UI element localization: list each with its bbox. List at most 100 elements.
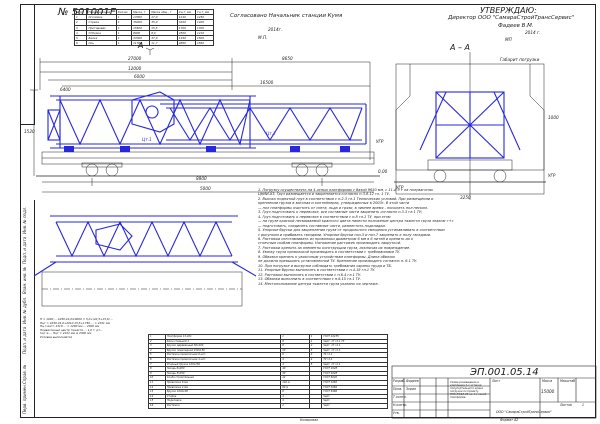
dim-2: 6000	[134, 74, 145, 79]
approve-date: 2014 г.	[525, 30, 541, 35]
note-line: 6. Растяжки изготавливать из проволоки д…	[258, 236, 414, 241]
note-line: не должна превышать установленной ТУ. Кр…	[258, 259, 418, 264]
dim-19: 3250	[460, 195, 471, 200]
dim-u: УГР	[376, 139, 384, 144]
dim-16: 1000	[548, 115, 559, 120]
top-table-cell: 1	[115, 40, 133, 47]
agreed-label: Согласовано Начальник станции Кумя	[230, 13, 343, 19]
note-line: 1. Погрузку осуществлять на 4-осных плат…	[258, 188, 433, 192]
drawing-code: ЭП.001.05.14	[470, 367, 539, 378]
title-role: Пров.	[393, 387, 403, 391]
note-line: 3. Груз подготовить к перевозке, все сос…	[258, 210, 423, 215]
note-line: ЦНИИ-Х3. Груз размещается и закрепляется…	[258, 192, 390, 197]
title-role: Разраб.	[393, 379, 406, 383]
parts-table-cell: 16	[148, 402, 166, 409]
note-line: — на грузе краской несмываемой красного …	[258, 219, 454, 224]
calc-line: Подвагонный центр тяжести ... 1,0 т; р=.…	[40, 328, 104, 332]
note-line: 14. Местоположение центра тяжести груза …	[258, 281, 379, 286]
dim-11: 5000	[200, 186, 211, 191]
approve-mp: МП	[505, 37, 512, 42]
note-line: 9. Обвязки крепить к увязочным устройств…	[258, 254, 396, 259]
plan-truss	[33, 215, 257, 277]
note-line: с рисунком и прибивать гвоздями. Упорные…	[258, 232, 432, 237]
parts-table-cell: 2	[280, 402, 310, 409]
calc-line: H = 1000 ... 4250·44,0/10000 = 5,0+(42,5…	[40, 318, 114, 321]
calc-text: H = 1000 ... 4250·44,0/10000 = 5,0+(42,5…	[40, 318, 250, 340]
note-line: 12. Растяжки выполнить в соответствии с …	[258, 272, 362, 277]
dim-8: 8650	[282, 56, 293, 61]
note-line: 2. Высоко поднятый груз в соответствии с…	[258, 196, 434, 201]
note-line: 7. Растяжки крепить за элементы конструк…	[258, 245, 411, 250]
sheets-label: Листов	[560, 403, 572, 407]
support-blocks	[64, 146, 350, 152]
note-line: 5. Упорные бруски для закрепления груза …	[258, 228, 445, 233]
top-table-cell: 11700	[131, 40, 151, 47]
note-line: — подготовить, соединить составные части…	[258, 223, 386, 228]
note-line: 13. Обвязки выполнить в соответствии с п…	[258, 277, 362, 282]
dim-14: УГР	[396, 185, 404, 190]
dim-zero: 0,00	[378, 169, 388, 174]
sheets-value: 1	[582, 403, 585, 407]
note-line: — пол платформы очистить от снега, льда …	[258, 205, 428, 210]
title-role: Т.контр.	[393, 395, 407, 399]
scale-label: Масштаб	[560, 379, 576, 383]
approve-name: Фадеев В.М.	[498, 23, 534, 29]
plan-view	[41, 271, 243, 307]
gauge-label: Габарит погрузки	[500, 57, 540, 62]
dim-total: 27000	[128, 56, 142, 61]
org-name: ООО "СамараСтройТрансСервис"	[496, 410, 552, 414]
side-stamp-column	[20, 200, 35, 418]
dim-9: 1520	[24, 129, 35, 134]
calc-line: Hц.т.ваг= 1310 ... = 1260 мм ... 2300 мм	[40, 325, 100, 329]
note-line: 8. Увязку груза проволокой производить в…	[258, 250, 401, 255]
calc-line: Hцт = 4250·44,0+2010·15,5+1750·... = 215…	[40, 321, 110, 325]
cg-label: Цт.1	[142, 137, 152, 142]
format-label: Формат А2	[500, 418, 519, 422]
top-table-cell: 2860	[176, 40, 196, 47]
top-table-cell: 1560	[194, 40, 215, 47]
section-a-mark: А	[138, 41, 144, 50]
dim-5: 6400	[60, 87, 71, 92]
cg-label-2: Цт.2	[266, 131, 276, 136]
note-line: 4. Груз подготовить к перевозке в соотве…	[258, 214, 391, 219]
section-truss	[419, 91, 521, 159]
dim-1: 12000	[128, 66, 142, 71]
top-table-cell: 6	[73, 40, 88, 47]
calc-line: Условие выполняется	[40, 335, 73, 339]
note-line: стоечным скобам платформы. Натяжение рас…	[258, 241, 402, 246]
section-a-a-title: А – А	[450, 43, 471, 52]
note-line: креплении грузов в вагонах и контейнерах…	[258, 201, 410, 206]
agreed-stamp: М.П.	[258, 35, 268, 40]
note-line: 11. Упорные бруски выполнить в соответст…	[258, 268, 376, 273]
title-name: Фадеев	[406, 379, 419, 383]
approve-position: Директор ООО "СамараСтройТрансСервис"	[448, 15, 575, 21]
truss-load	[47, 91, 367, 149]
technical-notes: 1. Погрузку осуществлять на 4-осных плат…	[258, 188, 590, 286]
parts-table-cell	[308, 402, 323, 409]
parts-table-cell: Растяжка	[164, 402, 282, 409]
side-stamp-column-top	[20, 4, 35, 125]
title-name: Зорин	[406, 387, 417, 391]
drawing-frame	[20, 4, 596, 418]
dim-7: 16500	[260, 80, 274, 85]
approve-title: УТВЕРЖДАЮ:	[480, 6, 537, 15]
drawing-description: Схема размещения и крепления 2-х эстакад…	[450, 381, 487, 399]
dim-6: 8800	[196, 176, 207, 181]
parts-table-cell: Черт.	[321, 402, 388, 409]
dim-u2: УГР	[548, 173, 556, 178]
sheet-label: Лист	[492, 379, 501, 383]
calc-line: hцт ≤ ... Hцт = 2151 мм ≤ 2300 мм	[40, 332, 92, 336]
title-role: Н.контр.	[393, 403, 408, 407]
mass-label: Масса	[542, 379, 553, 383]
title-block-lines	[391, 365, 597, 419]
note-line: 10. При погрузке и выгрузке соблюдать тр…	[258, 263, 392, 268]
